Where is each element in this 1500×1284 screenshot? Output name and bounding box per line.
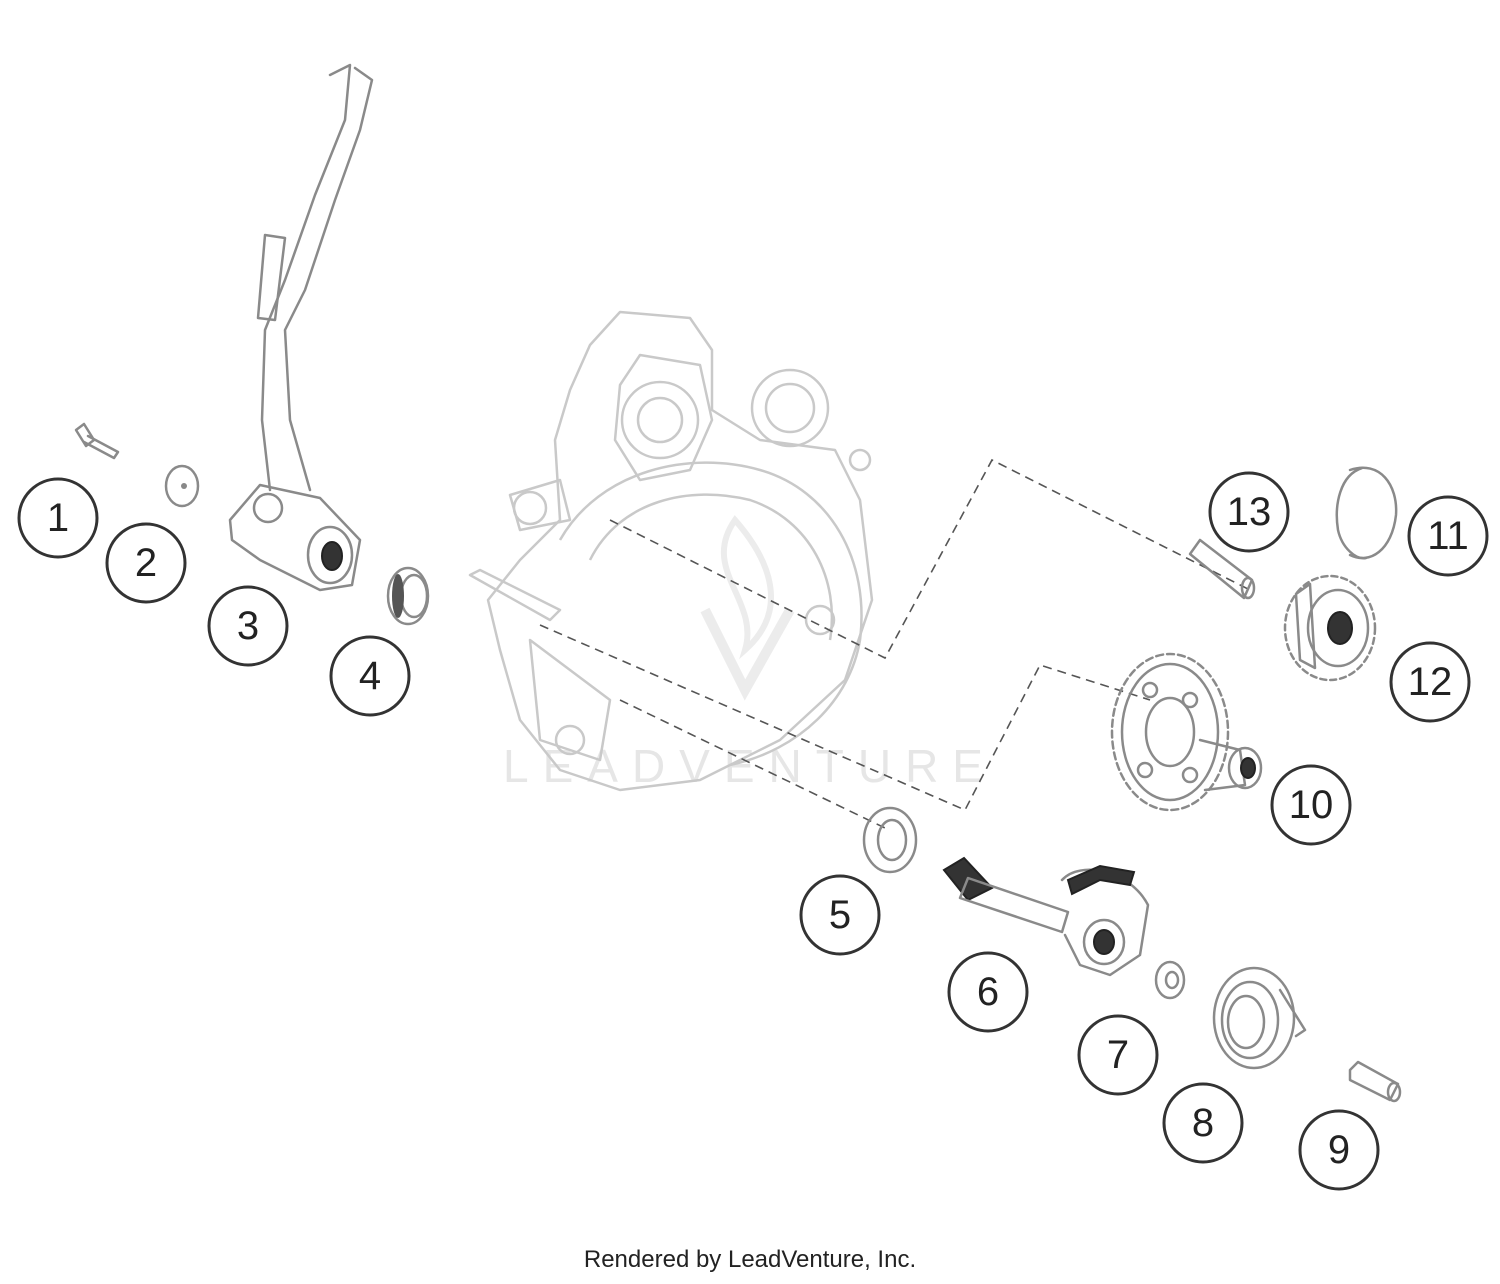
callout-label: 3 xyxy=(237,604,259,648)
part-bearing-pin xyxy=(1188,538,1256,600)
part-circlip xyxy=(1335,466,1398,560)
part-intermediate-gear xyxy=(1110,652,1263,812)
callout-label: 10 xyxy=(1289,783,1334,827)
callout-3: 3 xyxy=(207,585,289,667)
callout-4: 4 xyxy=(329,635,411,717)
callout-label: 8 xyxy=(1192,1101,1214,1145)
callout-label: 1 xyxy=(47,496,69,540)
render-credit: Rendered by LeadVenture, Inc. xyxy=(583,1246,917,1273)
callout-8: 8 xyxy=(1162,1082,1244,1164)
part-spring-pin xyxy=(1348,1060,1402,1103)
callout-5: 5 xyxy=(799,874,881,956)
part-thrust-washer xyxy=(862,806,918,874)
part-kick-starter-spring xyxy=(1212,966,1307,1070)
callout-6: 6 xyxy=(947,951,1029,1033)
callout-label: 9 xyxy=(1328,1128,1350,1172)
part-small-washer xyxy=(1154,960,1186,1000)
part-idler-gear xyxy=(1283,574,1377,682)
callout-label: 11 xyxy=(1427,514,1469,558)
part-seal-ring xyxy=(386,566,430,626)
callout-1: 1 xyxy=(17,477,99,559)
callout-13: 13 xyxy=(1208,471,1290,553)
part-kick-starter-shaft xyxy=(942,856,1150,977)
callout-2: 2 xyxy=(105,522,187,604)
callout-label: 5 xyxy=(829,893,851,937)
callout-11: 11 xyxy=(1407,495,1489,577)
callout-12: 12 xyxy=(1389,641,1471,723)
callout-label: 4 xyxy=(359,654,381,698)
leader-lines xyxy=(539,458,1251,829)
callout-label: 6 xyxy=(977,970,999,1014)
watermark-text: LEADVENTURE xyxy=(503,740,997,792)
callout-label: 7 xyxy=(1107,1033,1129,1077)
callout-label: 12 xyxy=(1408,660,1453,704)
part-bolt xyxy=(74,422,120,460)
callout-10: 10 xyxy=(1270,764,1352,846)
callout-9: 9 xyxy=(1298,1109,1380,1191)
part-washer xyxy=(164,464,200,508)
callout-7: 7 xyxy=(1077,1014,1159,1096)
part-kick-start-lever xyxy=(228,63,374,592)
callout-label: 2 xyxy=(135,541,157,585)
callout-label: 13 xyxy=(1227,490,1272,534)
engine-housing xyxy=(468,310,874,792)
